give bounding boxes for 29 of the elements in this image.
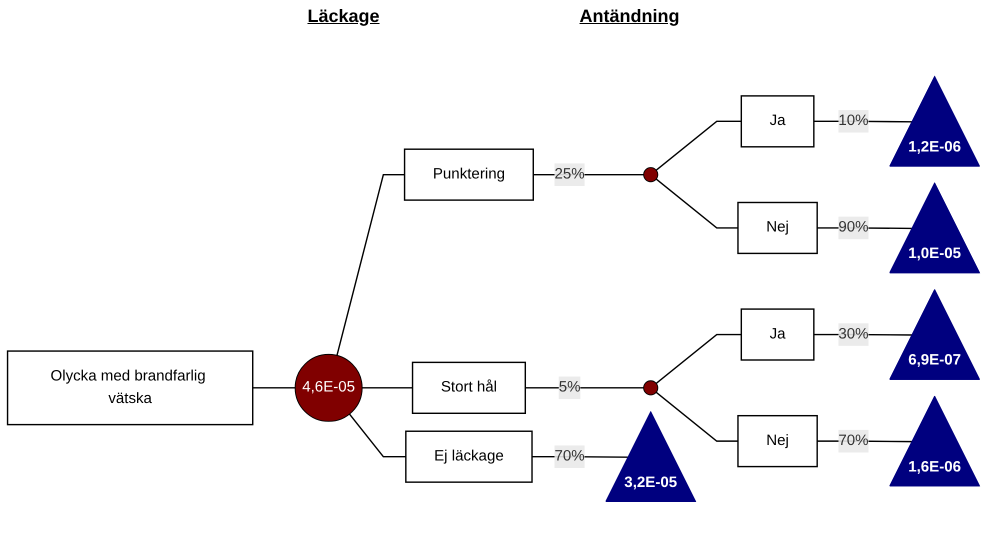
connector: [656, 120, 742, 171]
node-box: Stort hål: [412, 362, 526, 414]
node-box: Ja: [740, 308, 815, 361]
node-box: Nej: [737, 202, 818, 254]
node-box: Olycka med brandfarlig vätska: [6, 350, 254, 426]
node-circle: [643, 380, 658, 396]
connector: [348, 414, 406, 458]
connector: [362, 387, 413, 389]
edge-label: 70%: [838, 432, 869, 449]
edge-label: 10%: [838, 112, 869, 129]
connector: [656, 178, 738, 229]
edge-label: 5%: [558, 379, 580, 396]
node-box: Ja: [740, 95, 815, 148]
connector: [336, 174, 405, 356]
connector: [656, 392, 738, 442]
edge-label: 25%: [554, 166, 585, 182]
column-heading: Läckage: [307, 6, 380, 28]
edge-label: 70%: [554, 448, 585, 464]
node-box: Nej: [737, 414, 818, 468]
edge-label: 30%: [838, 326, 869, 342]
node-circle: 4,6E-05: [294, 354, 363, 422]
node-box: Ej läckage: [405, 430, 533, 483]
column-heading: Antändning: [580, 6, 680, 28]
connector: [656, 334, 742, 384]
node-box: Punktering: [404, 148, 534, 201]
connector: [252, 387, 296, 389]
edge-label: 90%: [838, 219, 869, 236]
node-circle: [643, 167, 658, 182]
connector: [525, 387, 644, 389]
